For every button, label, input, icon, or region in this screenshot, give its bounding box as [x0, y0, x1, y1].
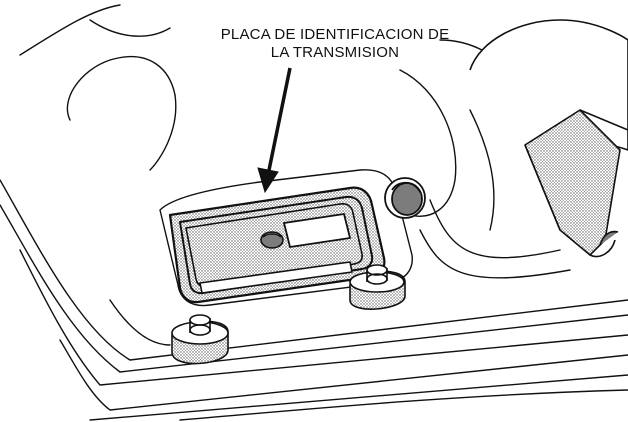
pan-bolt-left	[171, 314, 229, 365]
callout-label: PLACA DE IDENTIFICACION DE LA TRANSMISIO…	[190, 26, 480, 62]
pipe-fitting	[469, 19, 628, 258]
pan-flange-line-2	[0, 204, 628, 373]
housing-center-curve	[149, 94, 177, 171]
pan-flange-line-1	[0, 179, 628, 361]
pan-flange-line-5	[89, 374, 628, 421]
housing-upper-curve	[89, 19, 171, 37]
housing-right-edge	[469, 109, 495, 231]
pan-flange-line-4	[59, 339, 628, 411]
housing-right-ridge-2	[419, 229, 571, 279]
plug-bolt	[384, 177, 426, 219]
pan-bottom-edge	[179, 389, 628, 421]
housing-right-ridge	[429, 199, 561, 259]
callout-label-line-1: PLACA DE IDENTIFICACION DE	[220, 26, 450, 43]
callout-label-line-2: LA TRANSMISION	[270, 44, 400, 61]
pan-inner-contour	[109, 299, 171, 346]
pan-bolt-right	[349, 264, 406, 310]
callout-arrow	[257, 67, 292, 194]
housing-outline-left	[66, 55, 176, 121]
pan-flange-line-3	[19, 249, 628, 386]
identification-plate	[168, 186, 386, 304]
housing-right-curve	[399, 69, 457, 217]
housing-outline-top	[19, 4, 121, 56]
